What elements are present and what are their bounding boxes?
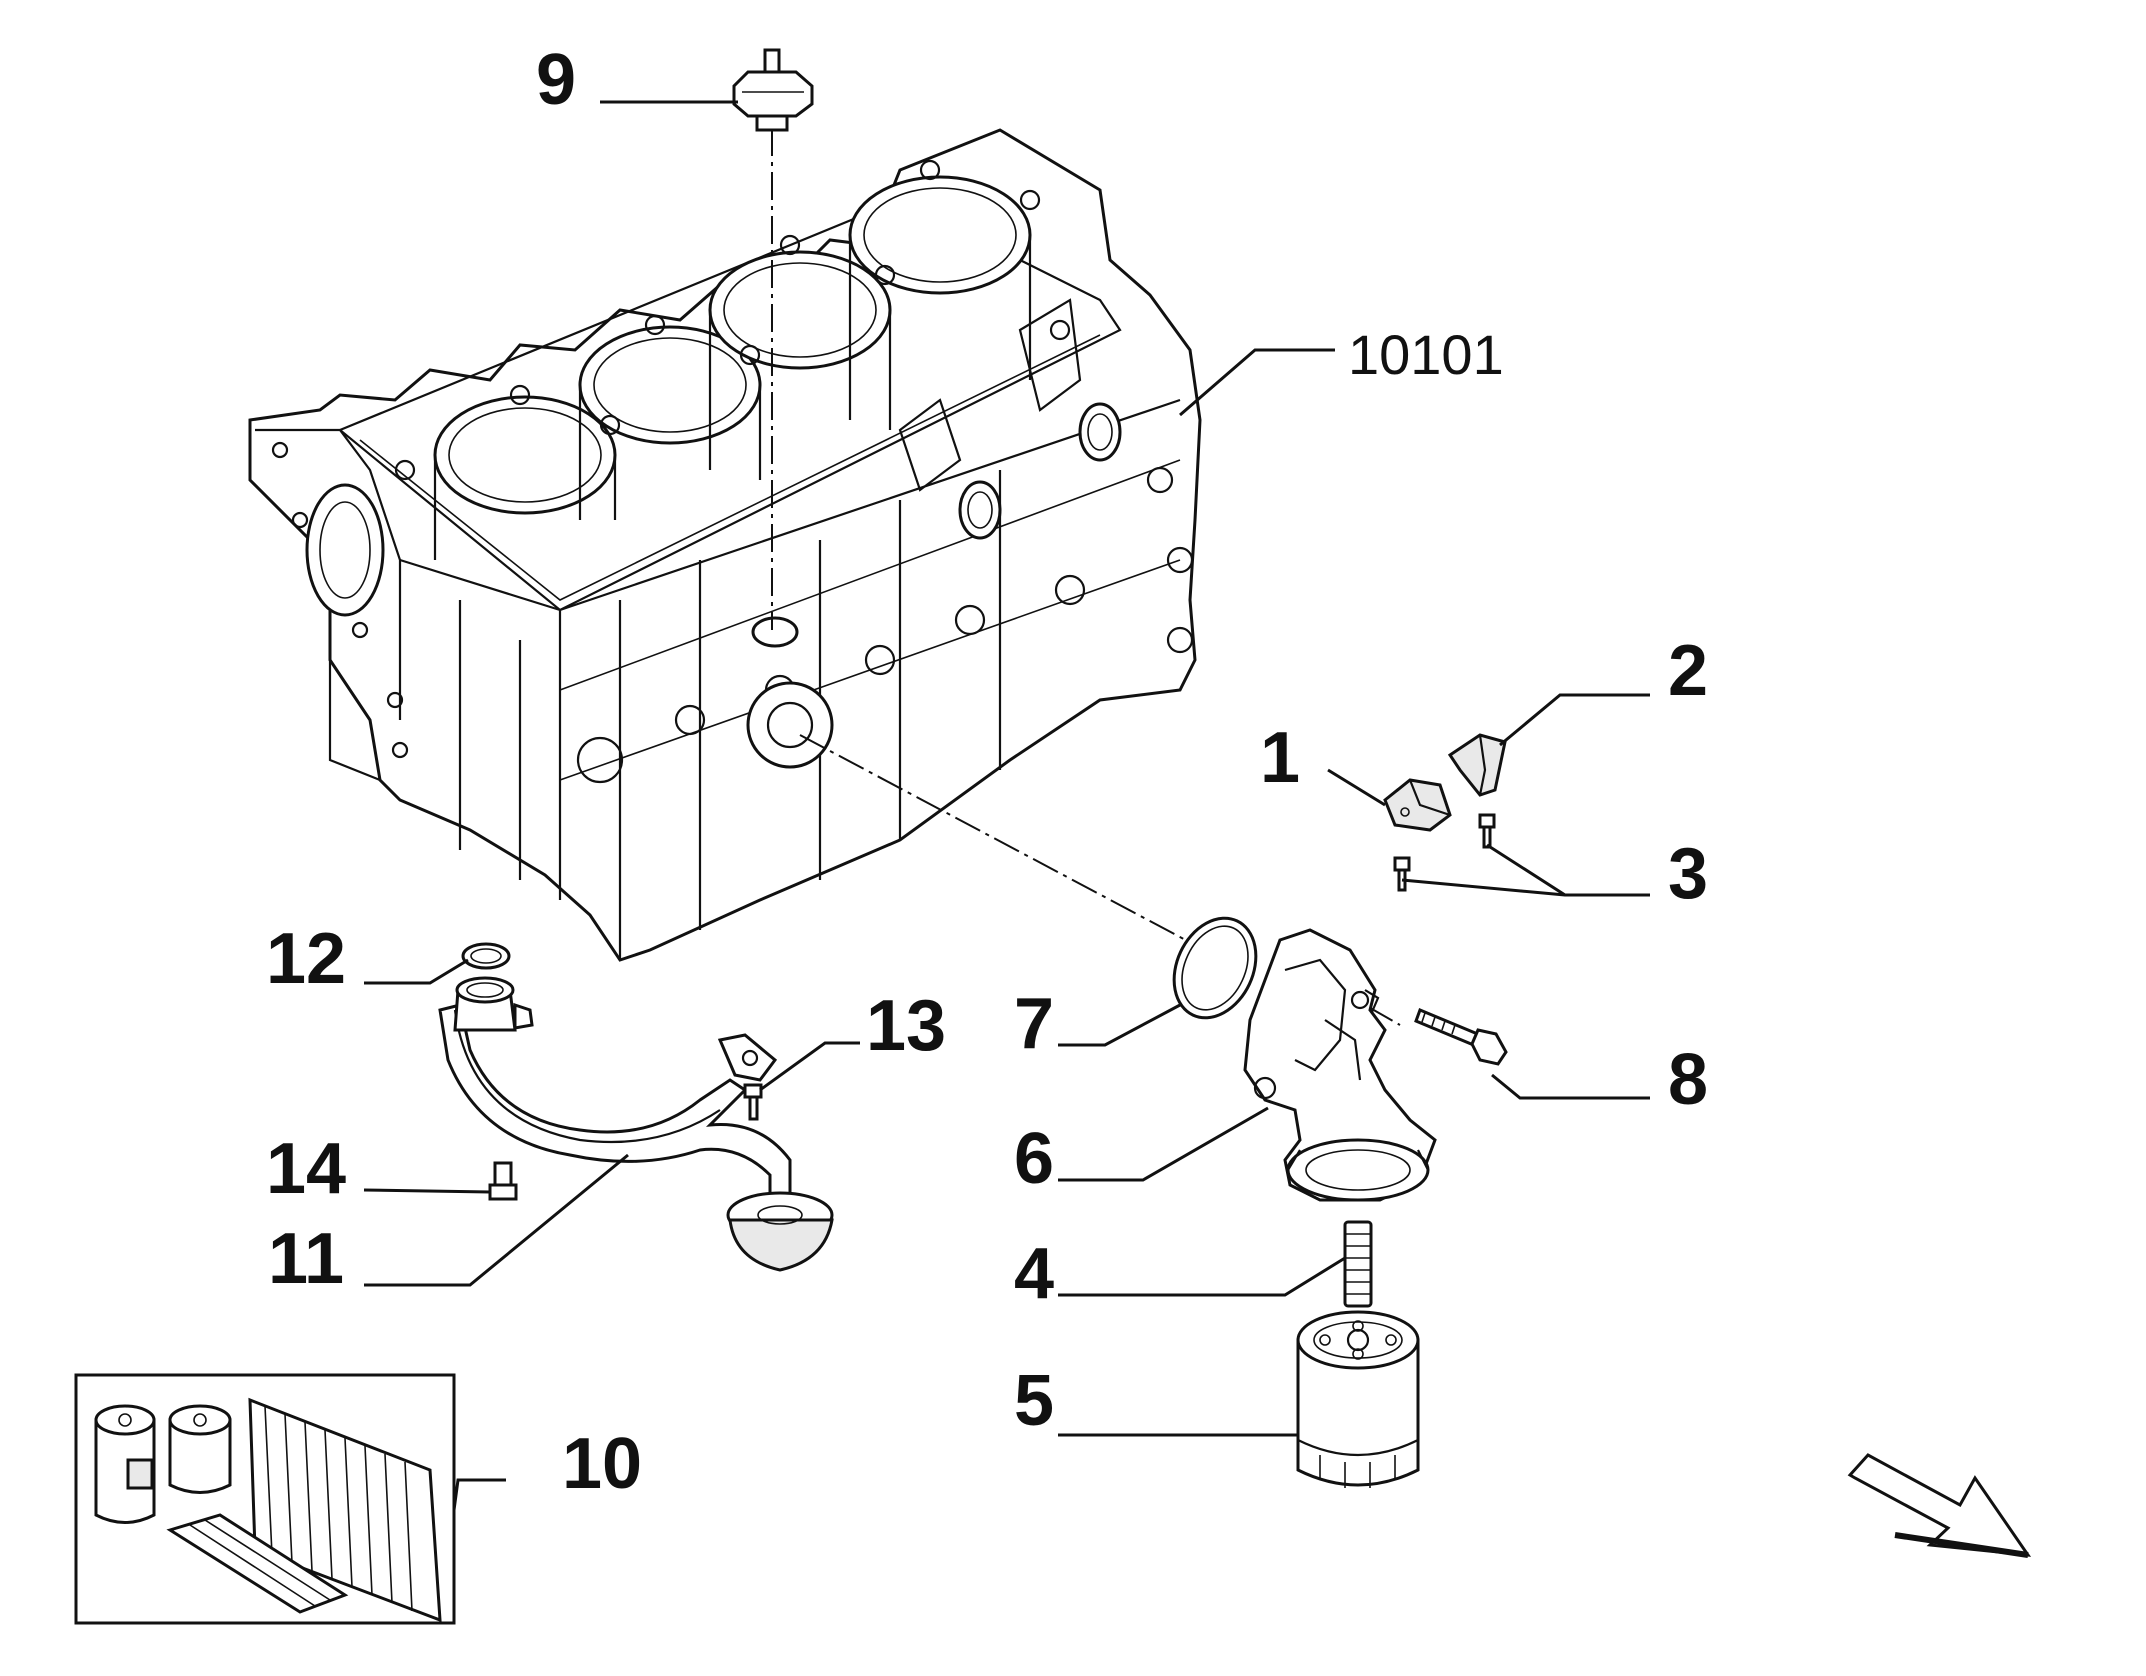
callout-6: 6	[1014, 1119, 1054, 1199]
callout-3: 3	[1668, 834, 1708, 914]
stud-4	[1343, 1220, 1373, 1308]
callout-12: 12	[266, 919, 346, 999]
service-kit-10	[74, 1373, 456, 1625]
bracket-2	[1447, 733, 1507, 797]
callout-9: 9	[536, 40, 576, 120]
leader-lines	[363, 100, 1650, 1511]
filter-mount-boss	[746, 616, 834, 769]
bolt-13	[743, 1083, 763, 1121]
seal-12	[461, 942, 511, 970]
oil-pickup-11	[438, 976, 834, 1272]
filter-support-6	[1243, 928, 1437, 1202]
callout-7: 7	[1014, 984, 1054, 1064]
o-ring-7	[1172, 916, 1258, 1020]
callout-13: 13	[866, 986, 946, 1066]
callout-8: 8	[1668, 1040, 1708, 1120]
callout-10: 10	[562, 1424, 642, 1504]
callout-5: 5	[1014, 1361, 1054, 1441]
callout-14: 14	[266, 1129, 346, 1209]
callout-2: 2	[1668, 631, 1708, 711]
oil-pressure-sensor	[732, 48, 814, 132]
bracket-1	[1383, 778, 1452, 832]
direction-arrow-icon	[1847, 1453, 2032, 1558]
callout-4: 4	[1014, 1234, 1054, 1314]
callout-labels: 9 10101 1 2 3 7 8 6 4 5 12 13 14 11 10	[266, 40, 1708, 1504]
callout-11: 11	[268, 1219, 344, 1299]
engine-block	[248, 128, 1202, 962]
oil-filter-5	[1296, 1310, 1420, 1488]
callout-10101: 10101	[1348, 323, 1504, 386]
cylinder-bores	[433, 175, 1032, 560]
bolt-14	[488, 1161, 518, 1201]
callout-1: 1	[1260, 718, 1300, 798]
head-bolt-holes	[394, 159, 1071, 481]
bolt-8	[1414, 1008, 1508, 1066]
